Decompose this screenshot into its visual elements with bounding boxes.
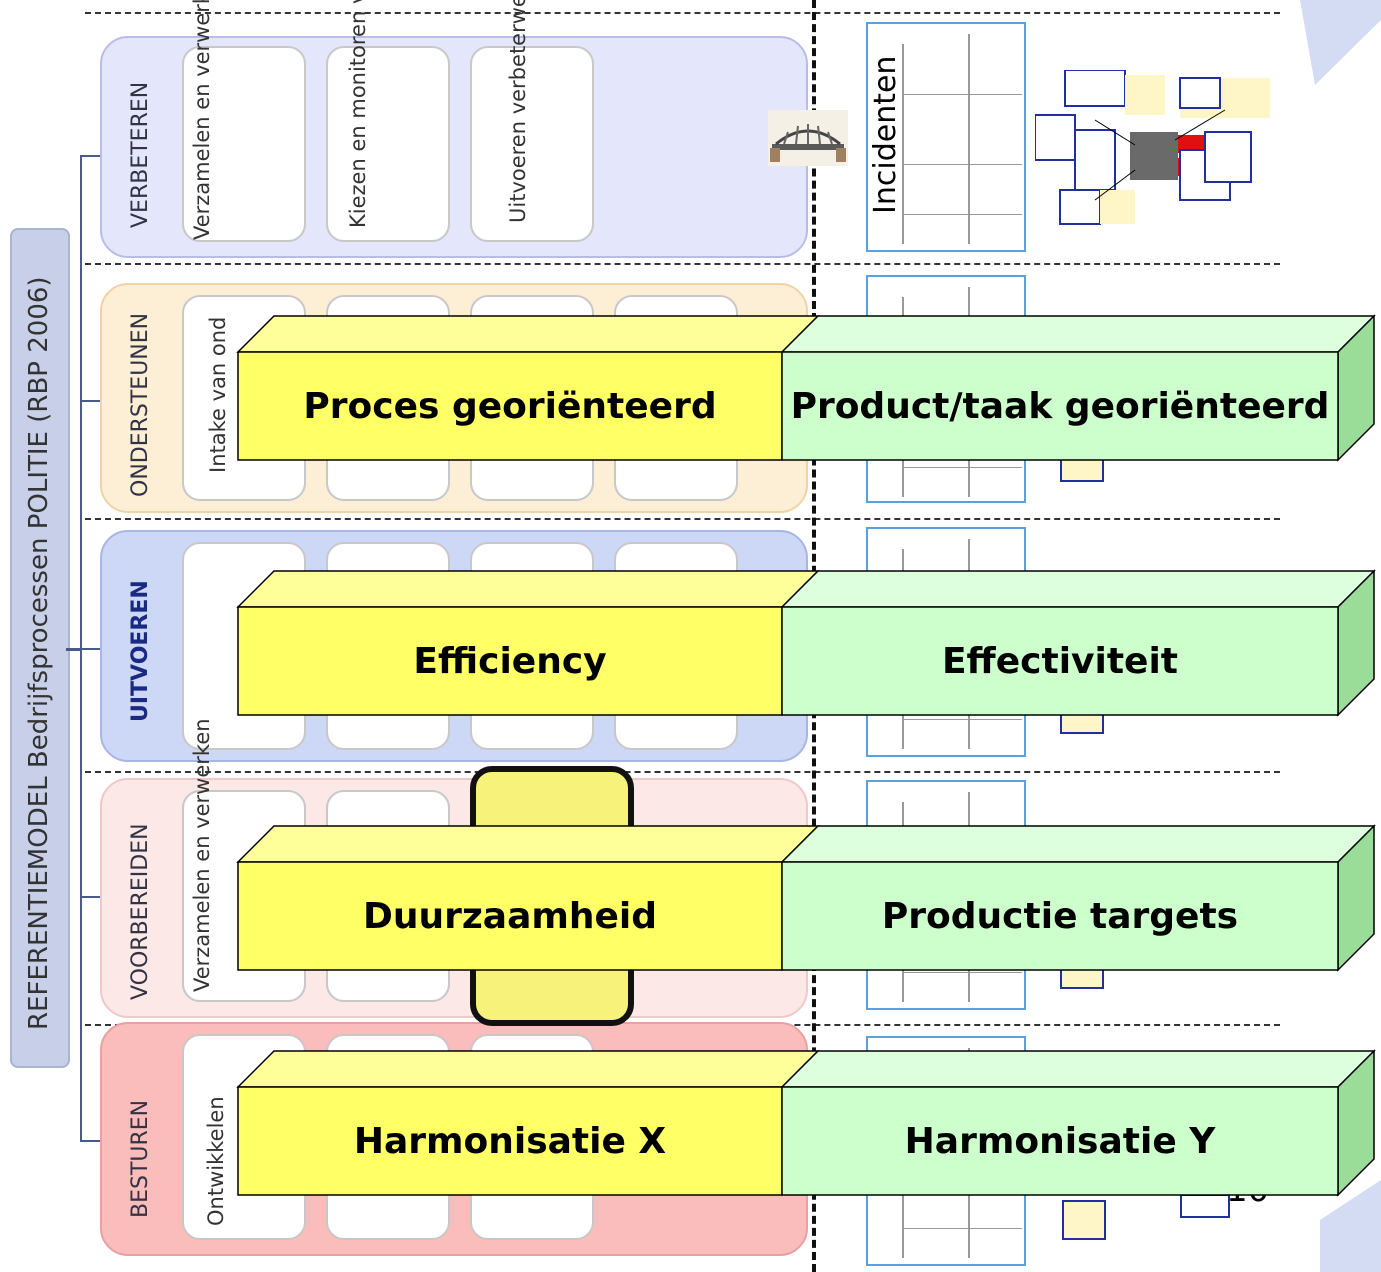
mini-document	[1062, 1200, 1106, 1240]
separator-line	[85, 771, 1280, 773]
corner-decoration-top	[1300, 0, 1381, 85]
bar-left-label: Harmonisatie X	[353, 1120, 667, 1162]
bar-top-left	[236, 315, 820, 353]
bar-right-label: Effectiviteit	[941, 640, 1179, 682]
bracket-tick	[80, 1140, 102, 1142]
bar-top-right	[780, 315, 1376, 353]
bracket-tick	[80, 155, 102, 157]
bar-front-right	[781, 1086, 1339, 1196]
bar-top-right	[780, 1050, 1376, 1088]
bar-top-right	[780, 825, 1376, 863]
bar-front-right	[781, 606, 1339, 716]
process-box: Uitvoeren verbeterwerk	[470, 0, 594, 242]
bar-top-right	[780, 570, 1376, 608]
bracket-tick	[80, 896, 102, 898]
separator-line	[85, 518, 1280, 520]
bridge-icon	[768, 110, 848, 166]
separator-line	[85, 263, 1280, 265]
bar-front-left	[237, 861, 783, 971]
process-box: Verzamelen en verwerken verbeter-informa…	[182, 0, 306, 242]
collage-illustration	[1035, 70, 1270, 225]
bar-top-left	[236, 825, 820, 863]
reference-model-box: REFERENTIEMODEL Bedrijfsprocessen POLITI…	[10, 228, 70, 1068]
process-diagram-thumbnail: Incidenten	[866, 22, 1026, 252]
bar-front-left	[237, 351, 783, 461]
bracket-line	[80, 155, 82, 1140]
bar-right-label: Harmonisatie Y	[904, 1120, 1216, 1162]
bar-front-left	[237, 606, 783, 716]
bar-left-label: Efficiency	[413, 640, 607, 682]
bar-front-right	[781, 351, 1339, 461]
bar-front-right	[781, 861, 1339, 971]
bar-right-label: Productie targets	[881, 895, 1239, 937]
bracket-tick	[80, 648, 102, 650]
bar-left-label: Duurzaamheid	[362, 895, 658, 937]
bar-top-left	[236, 570, 820, 608]
separator-line	[85, 12, 1280, 14]
bracket-connector	[66, 648, 80, 651]
band-verbeteren: VERBETEREN Verzamelen en verwerken verbe…	[100, 0, 808, 258]
bar-top-left	[236, 1050, 820, 1088]
bar-left-label: Proces georiënteerd	[303, 385, 717, 427]
corner-decoration-bottom	[1320, 1180, 1381, 1272]
bar-front-left	[237, 1086, 783, 1196]
process-box: Kiezen en monitoren verbeterwerk	[326, 0, 450, 242]
bracket-tick	[80, 400, 102, 402]
bar-right-label: Product/taak georiënteerd	[790, 385, 1330, 427]
